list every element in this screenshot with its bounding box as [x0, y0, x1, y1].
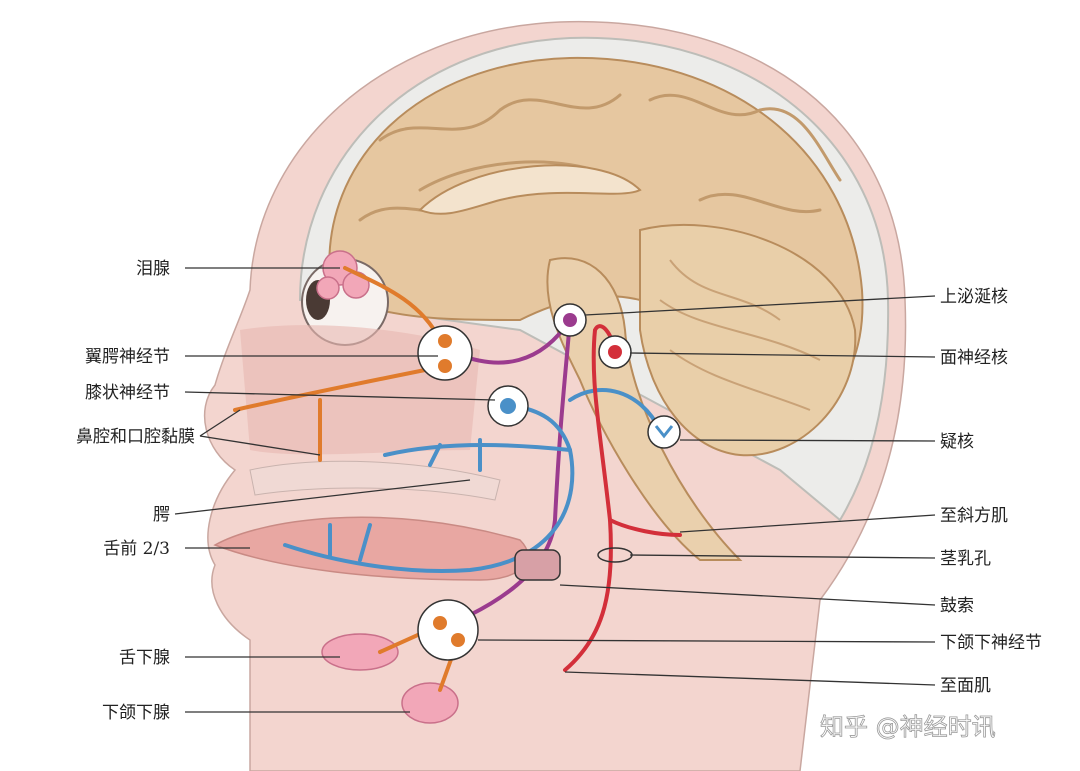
label-to-facial-muscles: 至面肌: [940, 676, 991, 696]
label-to-trapezius: 至斜方肌: [940, 506, 1008, 526]
superior-salivatory-nucleus-node: [553, 303, 587, 337]
label-sublingual-gland: 舌下腺: [119, 648, 170, 668]
label-facial-nucleus: 面神经核: [940, 348, 1008, 368]
left-leaders: [174, 267, 496, 713]
red-pathway: [563, 324, 682, 672]
corpus-callosum: [418, 164, 642, 215]
label-palate: 腭: [153, 505, 170, 525]
watermark: 知乎 @神经时讯: [820, 713, 996, 741]
label-stylomastoid-foramen: 茎乳孔: [940, 549, 991, 569]
label-geniculate-ganglion: 膝状神经节: [85, 383, 170, 403]
submandibular-gland-shape: [401, 682, 459, 724]
label-chorda-tympani: 鼓索: [940, 596, 974, 616]
label-pterygopalatine-ganglion: 翼腭神经节: [85, 347, 170, 367]
facial-nucleus-node: [598, 335, 632, 369]
blue-pathway: [283, 388, 662, 573]
label-nasal-oral-mucosa: 鼻腔和口腔黏膜: [76, 427, 195, 447]
purple-pathway: [458, 318, 572, 617]
nucleus-ambiguus-node: [647, 415, 681, 449]
label-submandibular-ganglion: 下颌下神经节: [940, 633, 1042, 653]
label-superior-salivatory-nucleus: 上泌涎核: [940, 287, 1008, 307]
geniculate-ganglion-node: [487, 385, 529, 427]
right-leaders: [477, 295, 936, 686]
pterygopalatine-ganglion-node: [417, 325, 473, 381]
submandibular-ganglion-node: [417, 599, 479, 661]
label-anterior-tongue: 舌前 2/3: [103, 539, 170, 559]
palate: [249, 460, 501, 501]
sublingual-gland-shape: [321, 633, 399, 671]
label-nucleus-ambiguus: 疑核: [940, 432, 974, 452]
label-submandibular-gland: 下颌下腺: [102, 703, 170, 723]
chorda-tympani-cylinder: [514, 549, 561, 581]
label-lacrimal-gland: 泪腺: [136, 259, 170, 279]
